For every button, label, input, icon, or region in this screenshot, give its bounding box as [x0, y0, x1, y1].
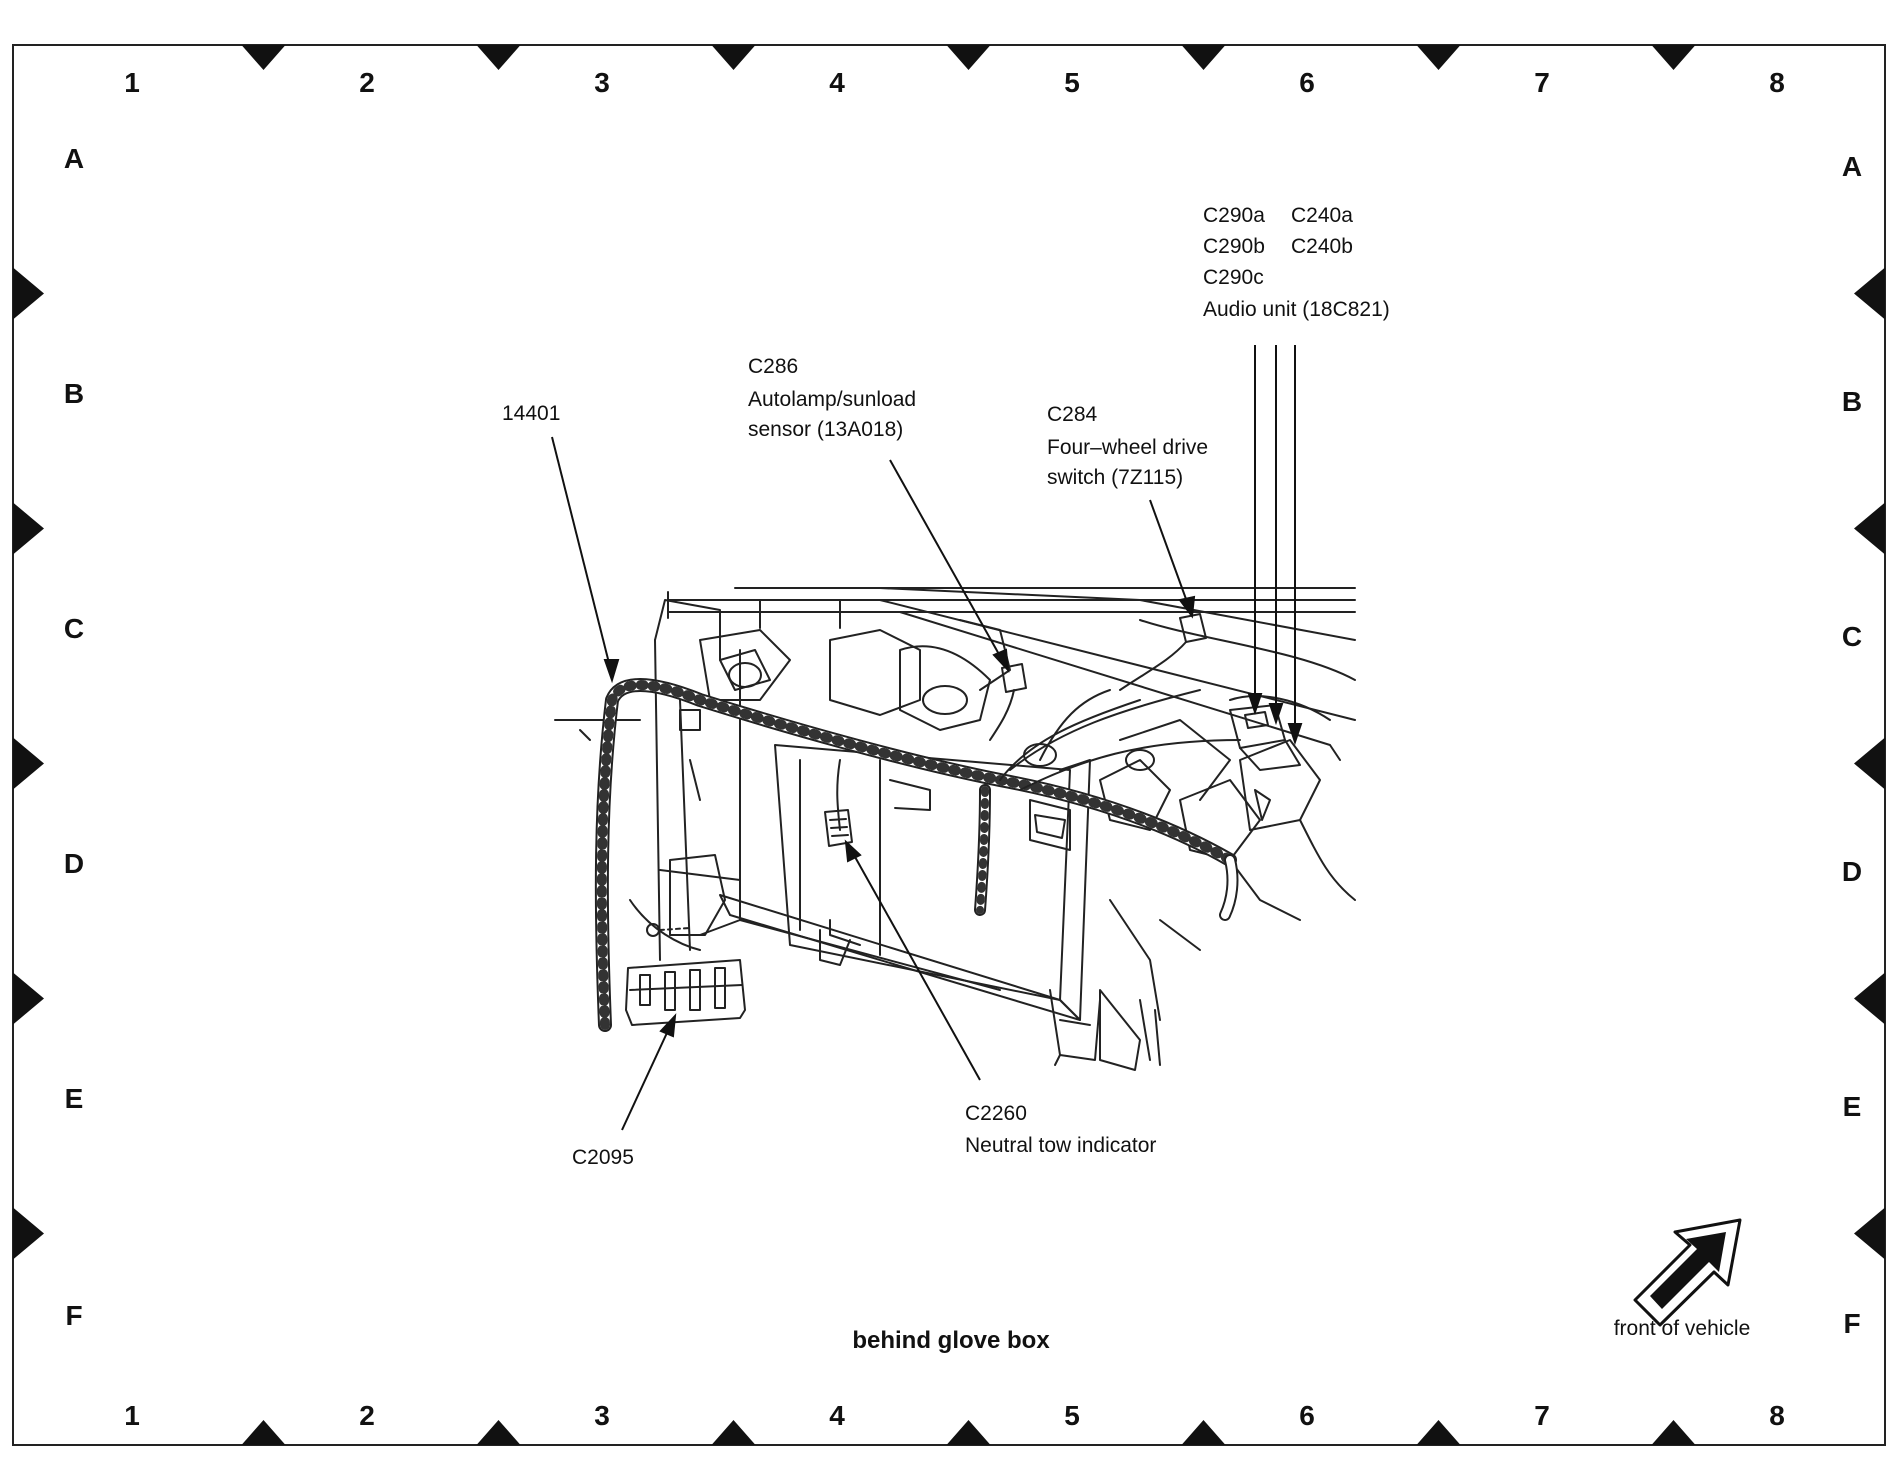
dashboard-illustration	[554, 587, 1356, 1071]
label-c290c: C290c	[1203, 266, 1264, 289]
row-divider-marker-right	[1854, 1207, 1885, 1260]
column-divider-marker-top	[1416, 45, 1461, 70]
row-label-right: E	[1843, 1091, 1862, 1122]
column-divider-marker-top	[1181, 45, 1226, 70]
row-label-left: C	[64, 613, 84, 644]
row-label-right: D	[1842, 856, 1862, 887]
label-14401: 14401	[502, 402, 560, 425]
label-c286-line2: sensor (13A018)	[748, 418, 903, 441]
row-label-left: F	[65, 1300, 82, 1331]
column-label-bottom: 5	[1064, 1400, 1080, 1431]
column-divider-marker-top	[241, 45, 286, 70]
callout-labels: C290a C240a C290b C240b C290c Audio unit…	[502, 204, 1390, 1169]
label-c286: C286	[748, 355, 798, 378]
column-divider-marker-bottom	[1181, 1420, 1226, 1445]
column-divider-marker-bottom	[476, 1420, 521, 1445]
column-divider-marker-bottom	[1416, 1420, 1461, 1445]
row-divider-marker-left	[13, 737, 44, 790]
orientation-label: front of vehicle	[1614, 1317, 1751, 1340]
label-c284: C284	[1047, 403, 1098, 426]
label-c284-line2: switch (7Z115)	[1047, 466, 1183, 489]
column-label-top: 4	[829, 67, 845, 98]
column-label-top: 5	[1064, 67, 1080, 98]
column-divider-marker-top	[1651, 45, 1696, 70]
column-label-top: 8	[1769, 67, 1785, 98]
column-divider-marker-top	[476, 45, 521, 70]
label-c2260-line1: Neutral tow indicator	[965, 1134, 1156, 1157]
column-divider-marker-bottom	[946, 1420, 991, 1445]
column-label-top: 1	[124, 67, 140, 98]
column-label-bottom: 1	[124, 1400, 140, 1431]
label-c286-line1: Autolamp/sunload	[748, 388, 916, 411]
column-label-top: 6	[1299, 67, 1315, 98]
row-label-left: E	[65, 1083, 84, 1114]
label-c240a: C240a	[1291, 204, 1353, 227]
row-label-right: C	[1842, 621, 1862, 652]
label-c284-line1: Four–wheel drive	[1047, 436, 1208, 459]
label-c240b: C240b	[1291, 235, 1353, 258]
row-label-left: A	[64, 143, 84, 174]
row-divider-marker-right	[1854, 737, 1885, 790]
column-label-bottom: 7	[1534, 1400, 1550, 1431]
column-label-bottom: 4	[829, 1400, 845, 1431]
column-divider-marker-bottom	[241, 1420, 286, 1445]
leader-lines	[551, 345, 1303, 1131]
column-divider-marker-top	[946, 45, 991, 70]
diagram-caption: behind glove box	[852, 1327, 1050, 1354]
row-divider-marker-right	[1854, 972, 1885, 1025]
row-label-right: B	[1842, 386, 1862, 417]
row-label-left: D	[64, 848, 84, 879]
column-divider-marker-top	[711, 45, 756, 70]
row-divider-marker-right	[1854, 267, 1885, 320]
label-c290b: C290b	[1203, 235, 1265, 258]
label-audio-unit: Audio unit (18C821)	[1203, 298, 1390, 321]
column-label-bottom: 6	[1299, 1400, 1315, 1431]
label-c290a: C290a	[1203, 204, 1265, 227]
column-label-bottom: 2	[359, 1400, 375, 1431]
row-label-right: F	[1843, 1308, 1860, 1339]
column-divider-marker-bottom	[1651, 1420, 1696, 1445]
label-c2260: C2260	[965, 1102, 1027, 1125]
column-label-bottom: 3	[594, 1400, 610, 1431]
row-divider-marker-right	[1854, 502, 1885, 555]
row-label-right: A	[1842, 151, 1862, 182]
row-divider-marker-left	[13, 502, 44, 555]
direction-arrow-icon	[1633, 1218, 1742, 1327]
row-divider-marker-left	[13, 1207, 44, 1260]
row-divider-marker-left	[13, 972, 44, 1025]
column-label-bottom: 8	[1769, 1400, 1785, 1431]
row-divider-marker-left	[13, 267, 44, 320]
column-divider-marker-bottom	[711, 1420, 756, 1445]
column-label-top: 2	[359, 67, 375, 98]
diagram-border	[12, 44, 1886, 1446]
column-label-top: 7	[1534, 67, 1550, 98]
column-label-top: 3	[594, 67, 610, 98]
label-c2095: C2095	[572, 1146, 634, 1169]
row-label-left: B	[64, 378, 84, 409]
